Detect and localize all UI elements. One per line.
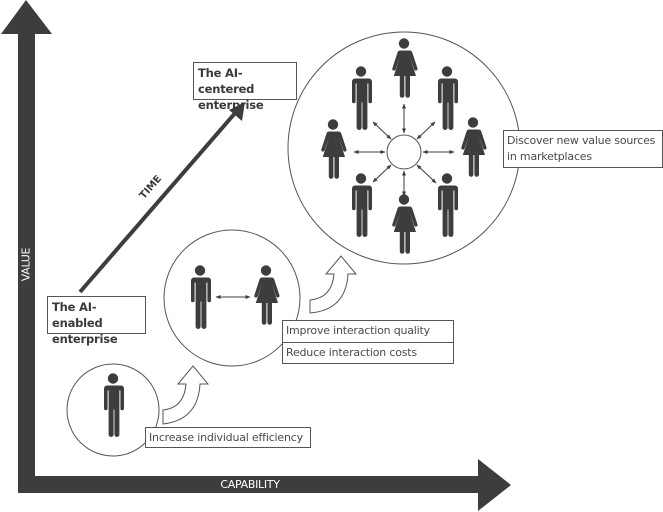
ai-centered-label: The AI-centered enterprise: [193, 62, 297, 112]
marketplace-caption: Discover new value sources in marketplac…: [503, 130, 663, 168]
time-arrow: [78, 102, 245, 294]
ai-enabled-label: The AI-enabled enterprise: [47, 296, 146, 346]
hub-arrow-sw: [372, 164, 392, 183]
ai-enabled-line1: The AI-enabled: [52, 300, 103, 330]
man-icon: [104, 373, 124, 437]
individual-caption: Increase individual efficiency: [145, 427, 311, 448]
man-icon: [352, 173, 372, 237]
interaction-quality-caption: Improve interaction quality: [282, 320, 454, 343]
growth-arrow-2: [309, 255, 358, 314]
hub-arrow-se: [416, 164, 437, 184]
interaction-circle: [163, 229, 301, 367]
hub-arrows: [353, 103, 455, 197]
hub-arrow-ne: [416, 121, 436, 140]
woman-icon: [461, 117, 487, 177]
capability-axis-label: CAPABILITY: [220, 478, 280, 491]
man-icon: [438, 173, 458, 237]
woman-icon: [254, 265, 280, 325]
hub-arrow-nw: [372, 121, 392, 140]
woman-icon: [392, 38, 418, 98]
individual-circle: [66, 363, 160, 457]
capability-axis-arrow: [18, 459, 511, 511]
man-icon: [191, 265, 211, 329]
woman-icon: [321, 119, 347, 179]
value-axis-arrow: [1, 0, 52, 493]
man-icon: [352, 66, 372, 130]
marketplace-caption-line1: Discover new value sources: [507, 134, 656, 147]
interaction-costs-caption: Reduce interaction costs: [282, 342, 454, 364]
growth-arrow-1: [162, 365, 210, 425]
ai-centered-line2: enterprise: [198, 98, 264, 112]
man-icon: [438, 66, 458, 130]
value-axis-label: VALUE: [19, 247, 33, 282]
ai-centered-line1: The AI-centered: [198, 66, 255, 96]
marketplace-caption-line2: in marketplaces: [507, 150, 592, 163]
marketplace-hub: [386, 134, 422, 170]
ai-enabled-line2: enterprise: [52, 332, 118, 346]
woman-icon: [392, 194, 418, 254]
